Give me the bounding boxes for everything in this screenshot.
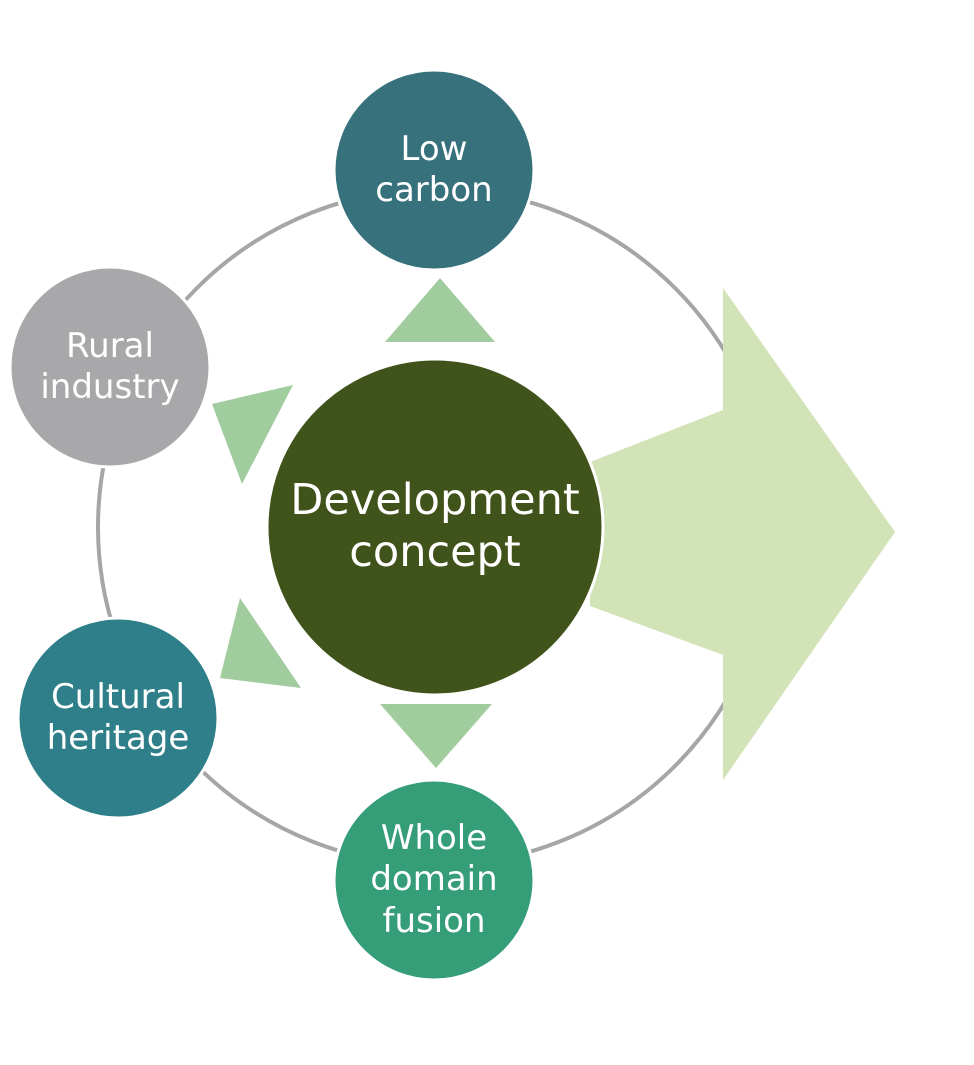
triangle-lower-left: [220, 598, 301, 688]
center-circle: [265, 357, 605, 697]
node-cultural-heritage-circle: [16, 616, 220, 820]
node-whole-domain-fusion-circle: [332, 778, 536, 982]
output-arrow: [590, 288, 895, 780]
node-low-carbon-circle: [332, 68, 536, 272]
node-rural-industry-circle: [8, 265, 212, 469]
triangle-down: [380, 704, 492, 768]
triangle-upper-left: [212, 385, 293, 484]
triangle-up: [385, 278, 495, 342]
